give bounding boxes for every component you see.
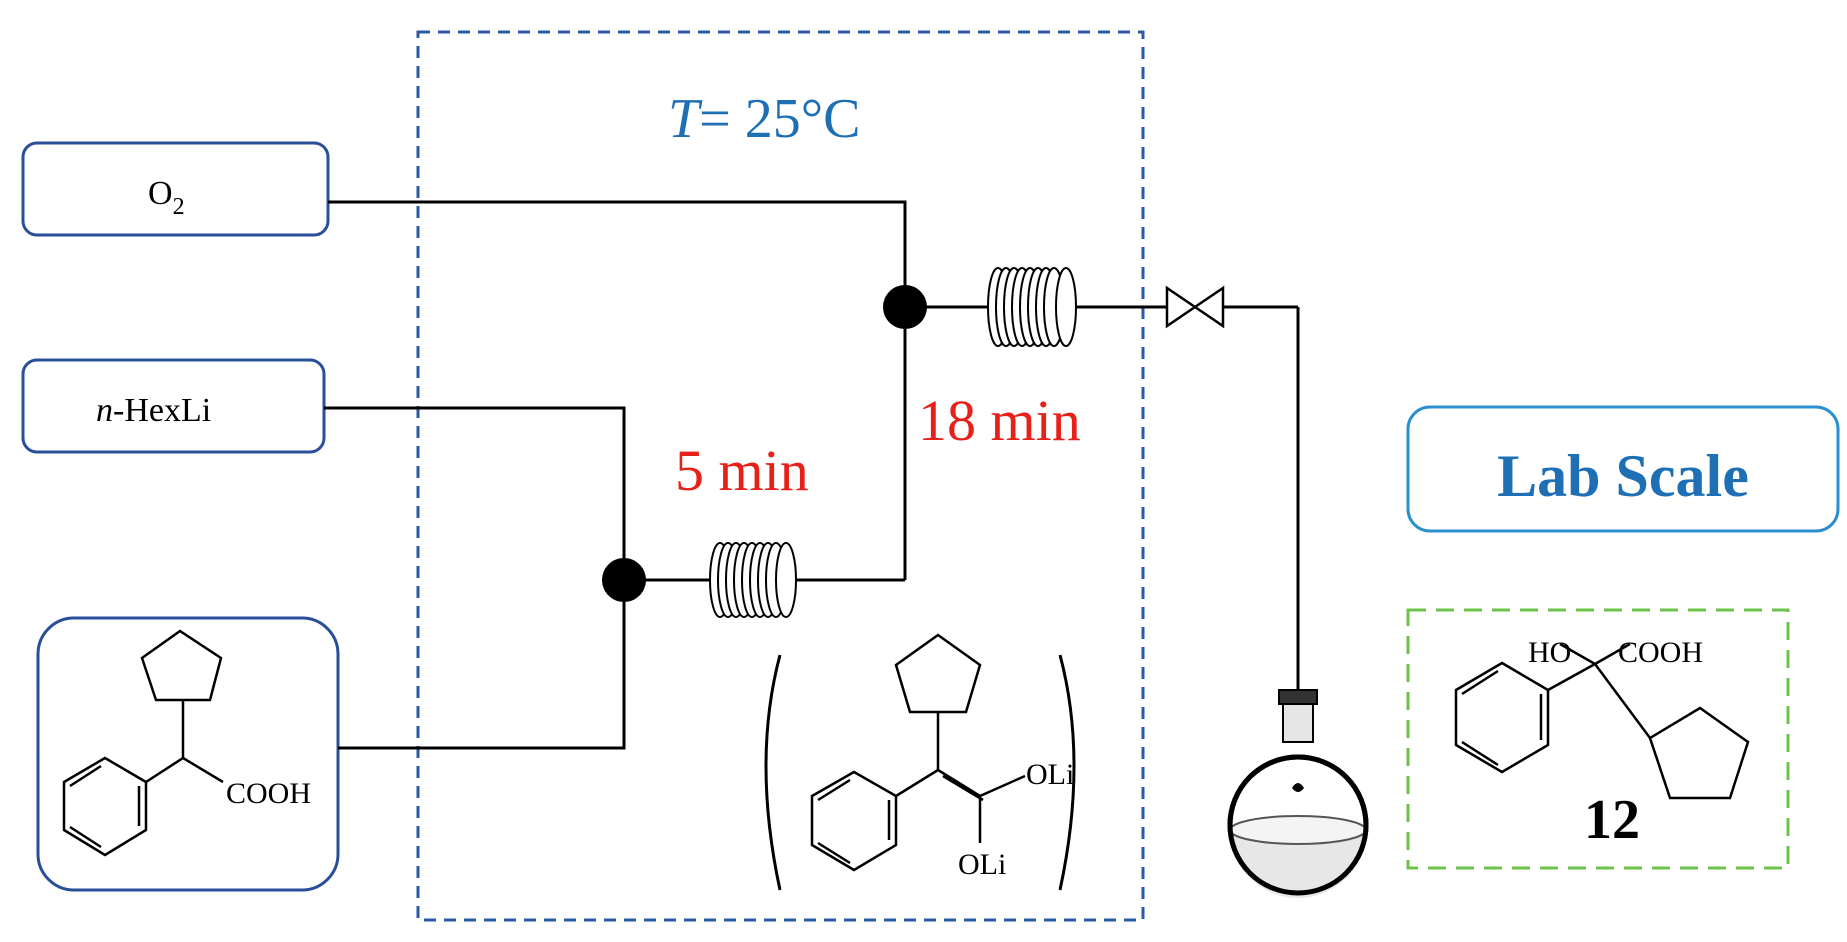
product-structure (1454, 642, 1750, 800)
mixing-junction-second (883, 285, 927, 329)
starting-acid-structure (62, 629, 224, 857)
product-acid-label: COOH (1618, 636, 1703, 669)
hexli-label: n-HexLi (96, 392, 211, 429)
intermediate-group-bottom: OLi (958, 848, 1006, 881)
coil-reactor-second (987, 267, 1077, 347)
product-hydroxy-label: HO (1528, 636, 1571, 669)
mixing-junction-first (602, 558, 646, 602)
collection-flask-icon (1227, 689, 1369, 898)
residence-time-first: 5 min (675, 438, 809, 503)
hexli-input-box (21, 358, 326, 454)
scale-label: Lab Scale (1497, 443, 1749, 509)
oxygen-label: O2 (148, 175, 185, 220)
temperature-zone (416, 30, 1145, 922)
temperature-label: T= 25°C (668, 88, 860, 150)
oxygen-input-box (21, 141, 330, 237)
residence-time-second: 18 min (918, 388, 1081, 453)
product-box (1406, 608, 1790, 870)
product-number: 12 (1584, 789, 1640, 851)
intermediate-brackets (764, 654, 1076, 891)
acid-group-label: COOH (226, 777, 311, 810)
intermediate-group-top: OLi (1026, 758, 1074, 791)
valve-icon (1165, 285, 1225, 329)
coil-reactor-first (709, 542, 797, 618)
scale-box (1406, 405, 1840, 533)
intermediate-structure (810, 633, 1026, 872)
flow-lines (324, 200, 1300, 750)
acid-input-box (36, 616, 340, 892)
